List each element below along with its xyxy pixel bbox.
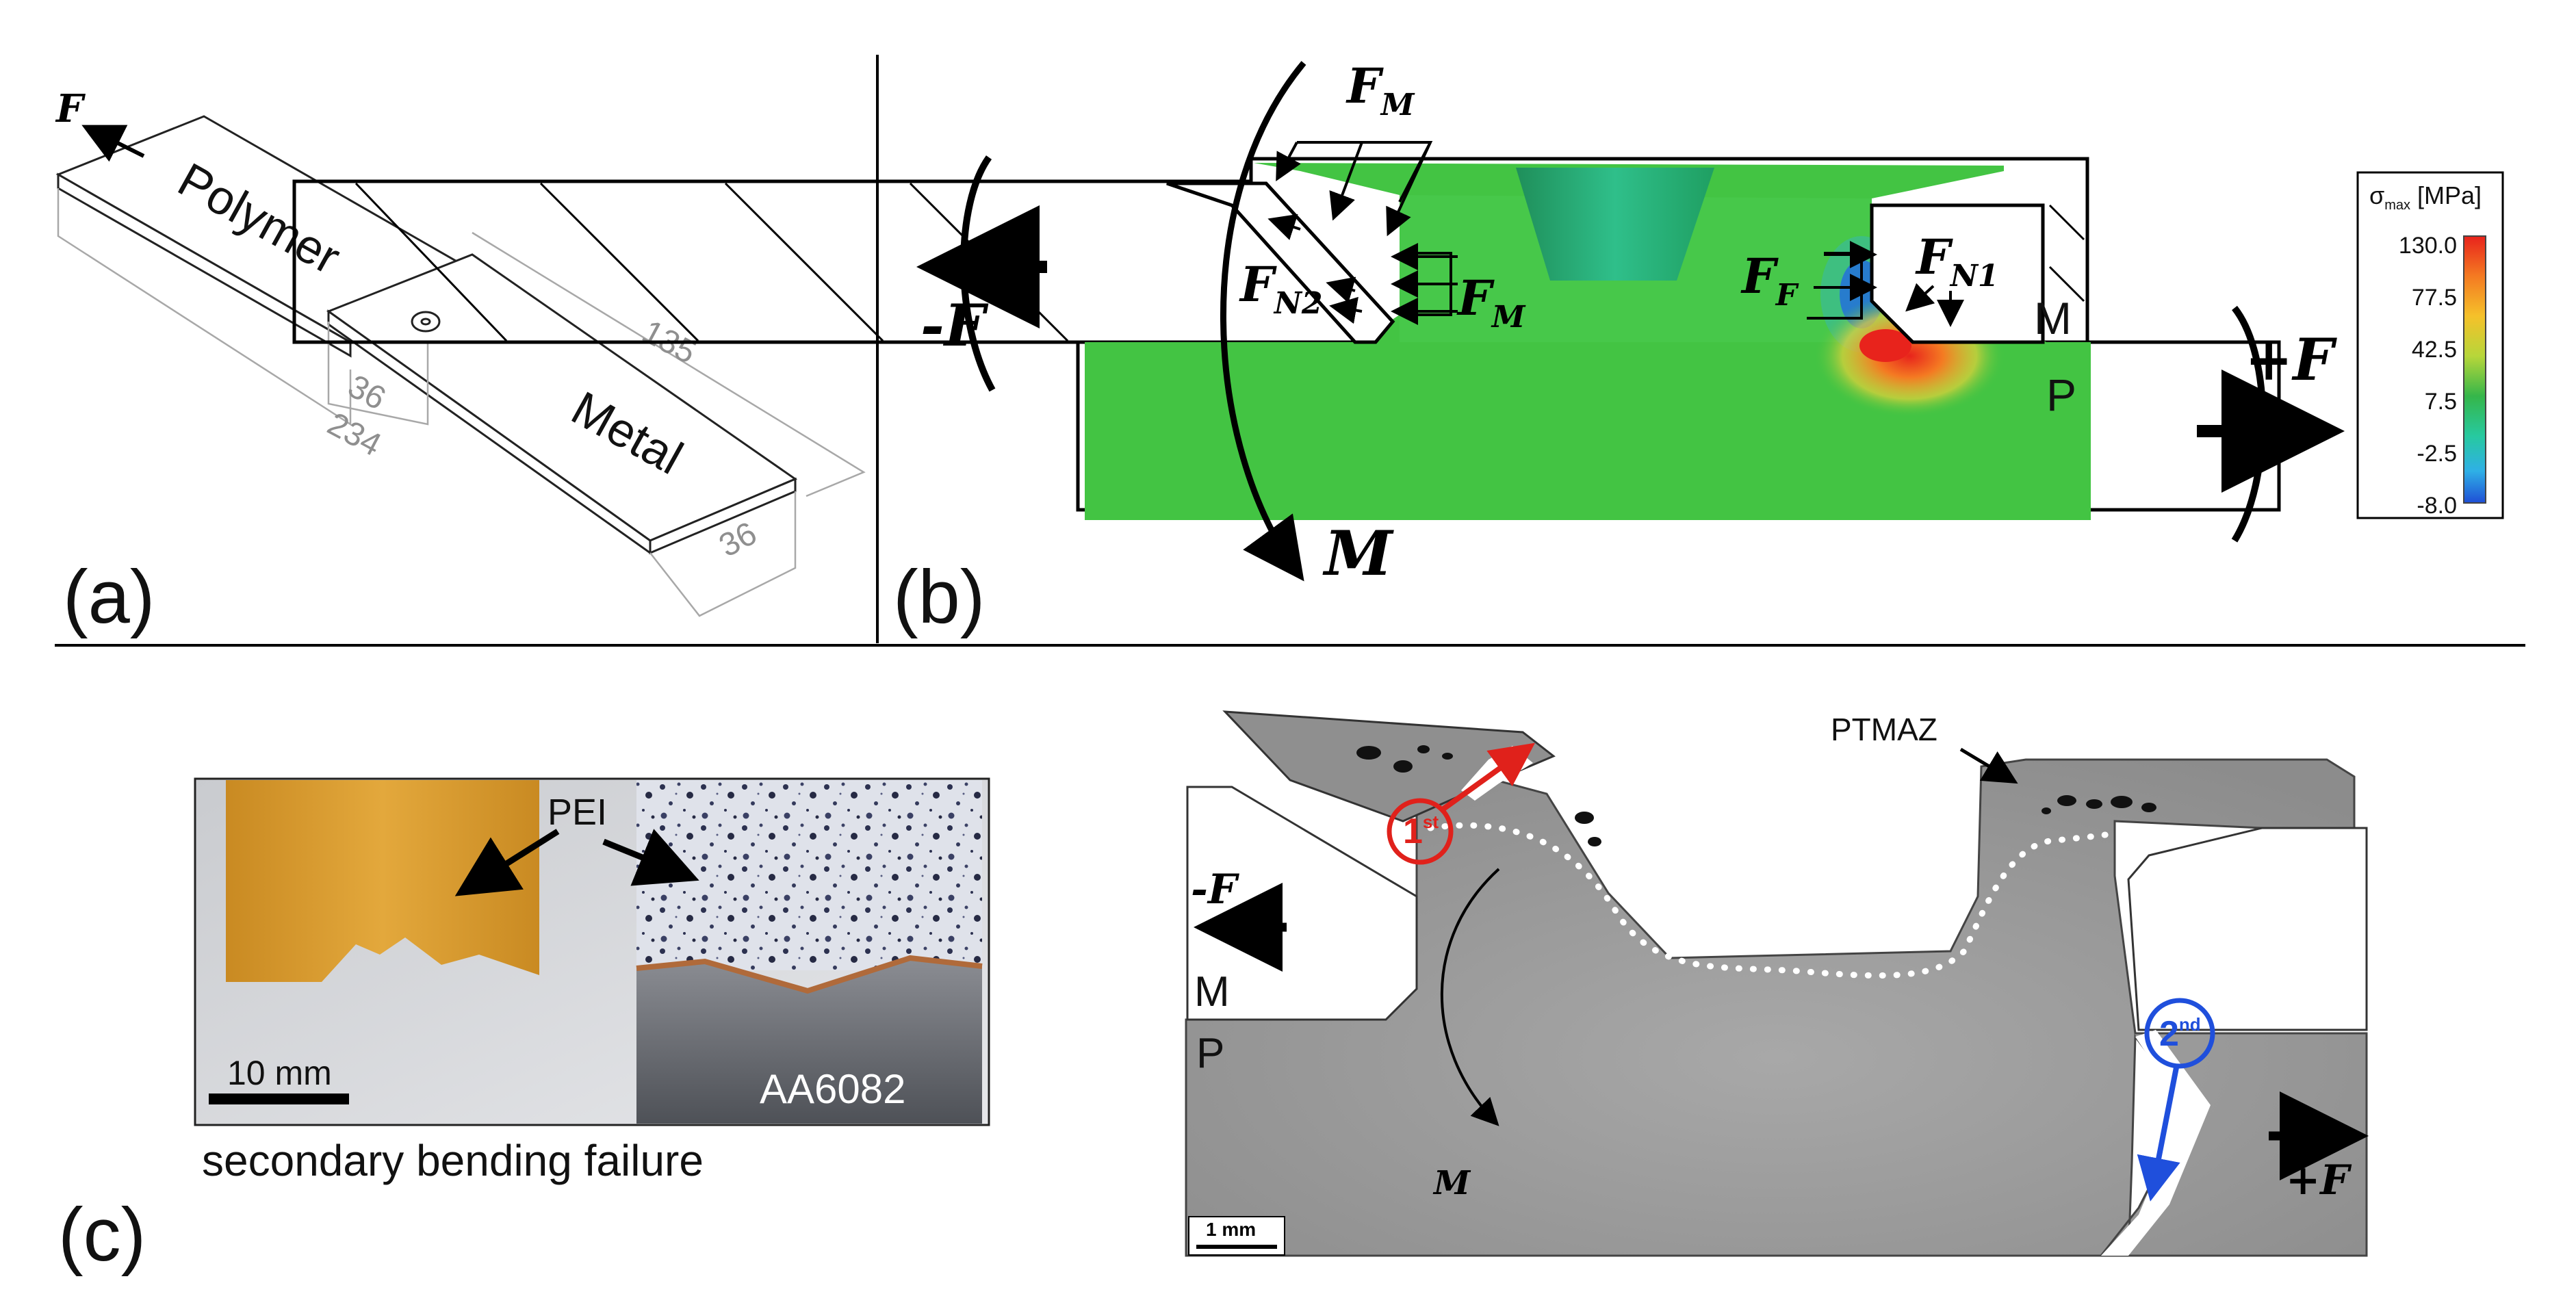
fe-central-groove <box>1516 168 1714 281</box>
hatch-line <box>2048 266 2085 302</box>
legend-color-bar <box>2463 235 2486 504</box>
hatch-line <box>355 182 508 342</box>
fm-side-label: FM <box>1456 270 1526 335</box>
fn2-arrow-1 <box>1267 213 1301 240</box>
aa6082-specimen <box>636 958 982 1124</box>
dim-line-36-overlap <box>327 322 429 426</box>
pei-arrow-left <box>454 829 560 896</box>
panel-a-specimen-sketch: 135 36 234 36 Polymer Metal F (a) <box>55 86 866 639</box>
fn2-arrow-3 <box>1329 296 1363 324</box>
fm-callout-branch-2 <box>1329 142 1363 221</box>
polymer-letter-c: P <box>1196 1030 1224 1077</box>
first-crack-marker <box>1387 798 1454 865</box>
fn1-label: FN1 <box>1915 229 1999 294</box>
metal-plate-top <box>326 253 798 542</box>
force-label-left: -F <box>920 292 989 359</box>
photo-pei-label: PEI <box>548 792 607 833</box>
fm-callout-branch-1 <box>1276 142 1301 182</box>
first-crack-label: 1st <box>1403 812 1439 851</box>
bond-line-edge <box>636 955 983 994</box>
void <box>1356 746 1381 760</box>
moment-arc-b <box>1220 61 1306 582</box>
second-crack-marker <box>2144 998 2215 1069</box>
panel-label-a: (a) <box>63 555 155 639</box>
void <box>2141 803 2156 812</box>
ff-label: FF <box>1740 248 1799 313</box>
pei-arrow-right <box>602 829 699 886</box>
legend-tick-label: -2.5 <box>2417 441 2457 467</box>
spot-joint-inner <box>420 318 431 326</box>
void <box>1588 837 1601 846</box>
dim-line-234 <box>57 188 352 426</box>
fn1-arrow-1 <box>1905 283 1935 312</box>
moment-label-b: M <box>1322 517 1394 590</box>
second-crack-arrow <box>2137 1067 2180 1202</box>
micro-force-right-label: +F <box>2286 1156 2352 1204</box>
dim-36-overlap-text: 36 <box>342 368 391 417</box>
moment-arc-c <box>1440 868 1500 1126</box>
micrograph-metal-right <box>2127 827 2368 1031</box>
panel-c-fracture: PEI 10 mm AA6082 secondary bending failu… <box>58 705 2369 1277</box>
metal-letter-c: M <box>1194 968 1230 1015</box>
hatch-line <box>2048 204 2085 241</box>
legend-tick-label: 42.5 <box>2412 337 2457 363</box>
panel-label-c: (c) <box>58 1193 146 1277</box>
void <box>1442 753 1453 760</box>
fm-top-label: FM <box>1345 57 1415 122</box>
legend-tick-label: 130.0 <box>2399 233 2457 259</box>
legend-tick-label: 7.5 <box>2425 389 2457 415</box>
void <box>2086 799 2102 809</box>
spot-joint-outer <box>411 311 441 333</box>
void <box>1417 745 1430 753</box>
moment-label-c: M <box>1432 1164 1471 1202</box>
legend-ticks: 130.0 77.5 42.5 7.5 -2.5 -8.0 <box>2399 233 2457 519</box>
micro-scale-text: 1 mm <box>1206 1219 1256 1240</box>
fm-callout-branch-3 <box>1386 142 1432 237</box>
legend-title: σmax [MPa] <box>2369 181 2482 213</box>
force-label-right: +F <box>2245 326 2337 393</box>
aa6082-fracture-surface <box>636 780 982 970</box>
legend-tick-label: -8.0 <box>2417 493 2457 519</box>
polymer-letter-b: P <box>2046 370 2076 420</box>
void <box>1393 760 1413 773</box>
first-crack-arrow <box>1439 742 1535 814</box>
panel-b-fe-model: FM FM FN2 FF FN1 M P -F +F M σmax [MPa] … <box>292 57 2504 639</box>
force-label-a: F <box>55 86 86 131</box>
fn2-arrow-2 <box>1326 276 1356 304</box>
second-crack-channel <box>2101 1030 2211 1256</box>
photo-scale-bar <box>209 1094 349 1104</box>
panel-label-b: (b) <box>893 555 985 639</box>
void <box>2111 796 2133 808</box>
dim-line-135 <box>472 231 866 497</box>
legend-tick-label: 77.5 <box>2412 285 2457 311</box>
dim-line-36-width <box>649 491 797 617</box>
fn2-label: FN2 <box>1239 256 1323 321</box>
void <box>1575 812 1594 824</box>
photo-scale-text: 10 mm <box>227 1054 332 1092</box>
void <box>2057 795 2076 806</box>
photo-caption: secondary bending failure <box>202 1136 704 1185</box>
fe-peak-stress <box>1859 329 1911 362</box>
force-arrow-a <box>81 125 145 162</box>
second-crack-label: 2nd <box>2159 1014 2201 1054</box>
polymer-plate-front <box>57 172 352 358</box>
pei-specimen <box>226 780 539 982</box>
hatch-line <box>724 182 884 342</box>
ptmaz-label: PTMAZ <box>1831 712 1937 747</box>
photo-metal-label: AA6082 <box>760 1066 906 1112</box>
metal-letter-b: M <box>2034 293 2072 344</box>
metal-part-outline <box>292 157 2089 344</box>
hatch-line <box>539 182 699 342</box>
ptmaz-arrow <box>1959 747 2018 784</box>
micro-force-left-label: -F <box>1191 866 1240 914</box>
void <box>2042 807 2051 814</box>
